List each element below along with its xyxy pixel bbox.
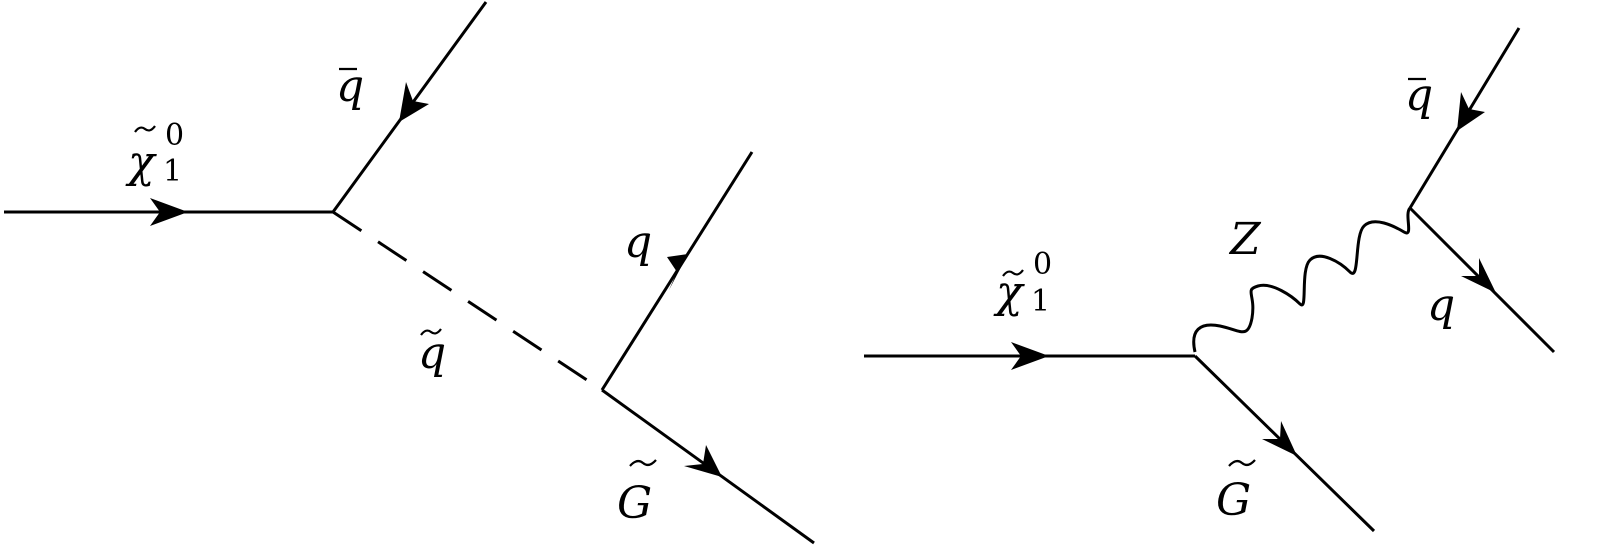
left-quark-symbol: q — [624, 217, 652, 268]
left-squark-symbol: q — [418, 328, 446, 379]
right-neutralino-symbol: χ — [993, 267, 1025, 318]
left-antiquark-arrow — [399, 82, 429, 122]
left-neutralino-label: χ 0 1 — [125, 118, 184, 189]
right-neutralino-subscript: 1 — [1031, 284, 1050, 319]
left-gravitino-label: G — [617, 459, 657, 529]
right-antiquark-arrow — [1457, 92, 1485, 131]
left-antiquark-label: q — [336, 61, 364, 112]
right-quark-symbol: q — [1427, 280, 1455, 331]
right-quark-label: q — [1427, 280, 1455, 331]
left-diagram: χ 0 1 q q q G — [4, 1, 815, 545]
right-gravitino-symbol: G — [1216, 475, 1251, 526]
right-gravitino-arrow — [1262, 421, 1297, 456]
right-antiquark-label: q — [1405, 70, 1433, 121]
left-quark-arrow — [667, 254, 688, 290]
left-quark-label: q — [624, 217, 652, 268]
left-neutralino-subscript: 1 — [163, 154, 182, 189]
right-z-boson-label: Z — [1228, 214, 1262, 265]
right-diagram: χ 0 1 Z q q G — [864, 27, 1556, 533]
right-antiquark-symbol: q — [1405, 70, 1433, 121]
right-neutralino-superscript: 0 — [1033, 247, 1052, 282]
left-squark-propagator — [332, 210, 603, 392]
right-z-boson-line — [1192, 206, 1412, 353]
left-gravitino-symbol: G — [617, 478, 652, 529]
right-neutralino-arrow — [1011, 342, 1049, 370]
left-gravitino-arrow — [684, 445, 722, 477]
left-antiquark-symbol: q — [336, 61, 364, 112]
right-quark-arrow — [1461, 258, 1496, 293]
left-squark-label: q — [418, 328, 446, 379]
left-neutralino-arrow — [150, 198, 188, 226]
left-neutralino-superscript: 0 — [165, 118, 184, 153]
left-neutralino-symbol: χ — [125, 137, 157, 188]
right-z-boson-symbol: Z — [1228, 214, 1262, 265]
right-neutralino-label: χ 0 1 — [993, 247, 1052, 319]
right-gravitino-label: G — [1216, 459, 1256, 526]
